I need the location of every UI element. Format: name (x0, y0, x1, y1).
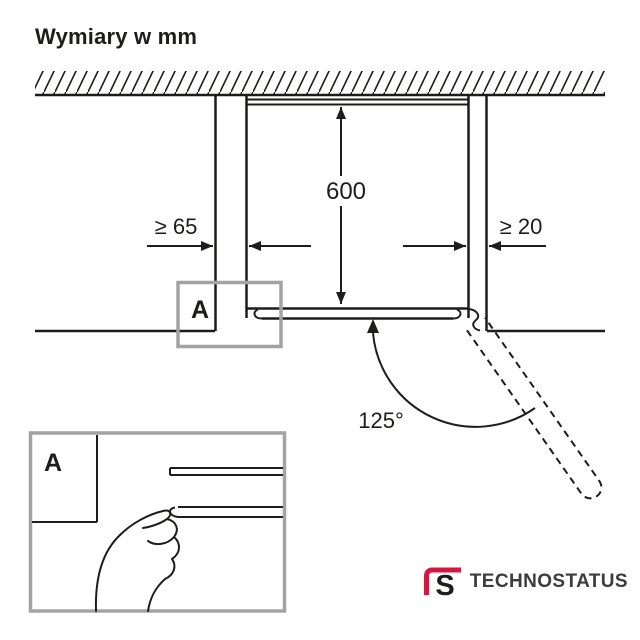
walls (35, 95, 605, 333)
right-clearance: ≥ 20 (403, 214, 546, 251)
height-dimension-label: 600 (326, 178, 366, 205)
door-angle-arc (372, 332, 536, 428)
logo-mark-letter: S (435, 570, 454, 600)
right-clearance-label: ≥ 20 (500, 214, 543, 239)
left-clearance-label: ≥ 65 (155, 214, 198, 239)
hand-illustration (94, 509, 180, 612)
detail-marker-label: A (191, 296, 209, 324)
detail-marker-box (176, 280, 283, 349)
detail-marker: A (176, 280, 283, 349)
niche-outline (245, 96, 481, 332)
height-dimension: 600 (321, 107, 371, 304)
detail-view-label: A (44, 449, 62, 477)
bottom-left-curl (253, 308, 263, 320)
door-angle-label: 125° (358, 408, 404, 433)
technostatus-logo: S TECHNOSTATUS (423, 564, 628, 600)
hinge-curl (468, 308, 481, 332)
page-title: Wymiary w mm (35, 24, 198, 49)
door-dashed-outline (466, 317, 603, 500)
open-door (367, 317, 603, 500)
door-angle-arrowhead (367, 319, 379, 333)
technostatus-logo-icon: S (423, 567, 461, 600)
left-clearance: ≥ 65 (147, 214, 311, 251)
technostatus-logo-text: TECHNOSTATUS (469, 571, 628, 592)
bottom-right-curl (452, 308, 462, 320)
detail-view: A (28, 431, 287, 613)
ceiling-hatch (35, 71, 605, 97)
